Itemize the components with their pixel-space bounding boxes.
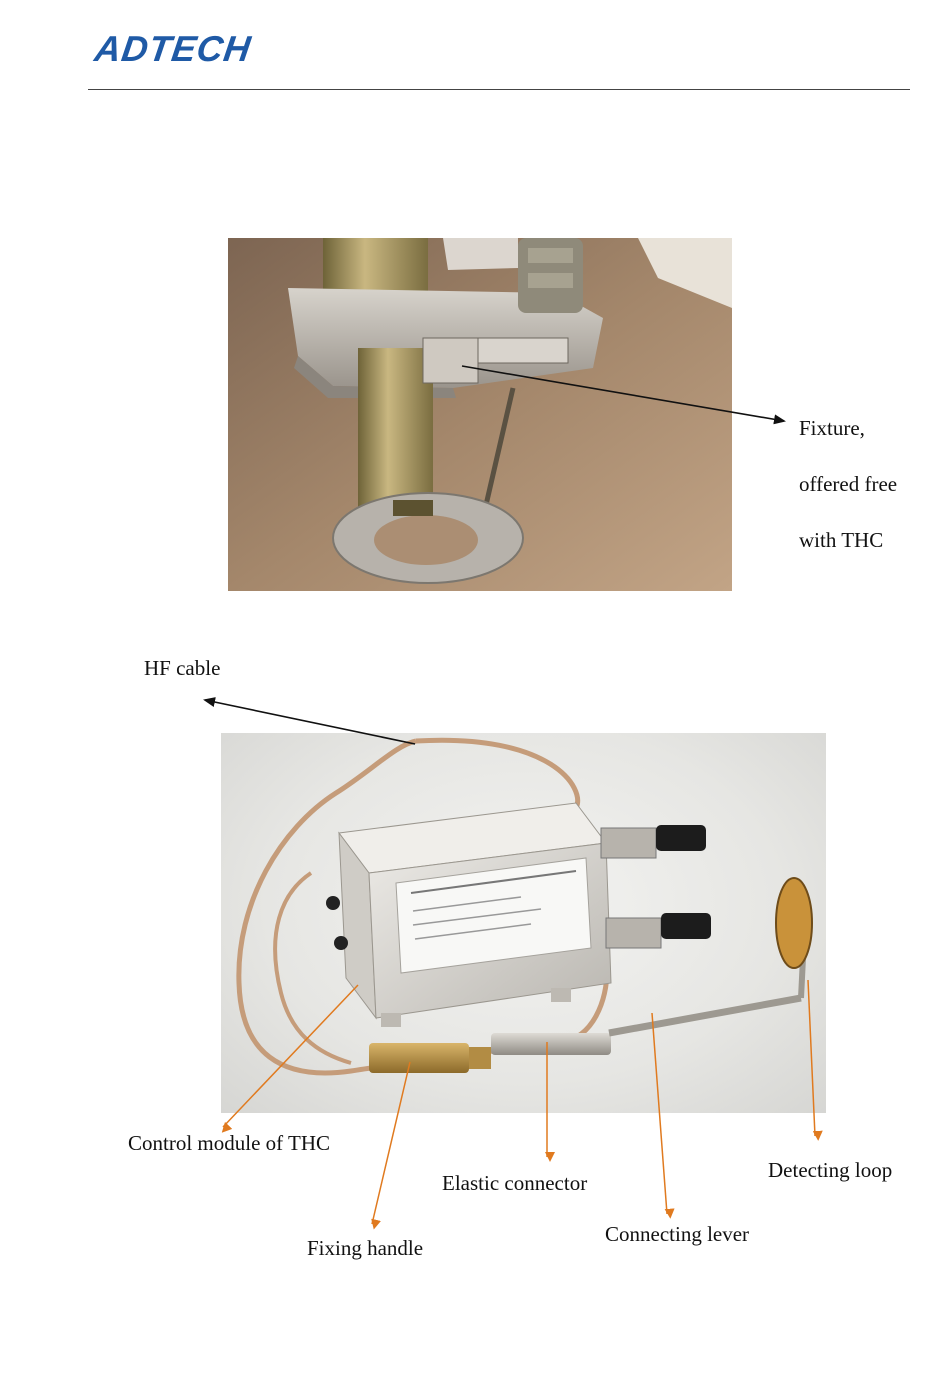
hf-cable-arrow — [205, 700, 415, 744]
detecting-loop-arrow — [808, 980, 815, 1136]
fixture-arrow — [462, 366, 784, 421]
control-module-arrow — [223, 985, 358, 1127]
connecting-lever-arrow — [652, 1013, 667, 1214]
fixing-handle-arrow — [372, 1062, 410, 1224]
